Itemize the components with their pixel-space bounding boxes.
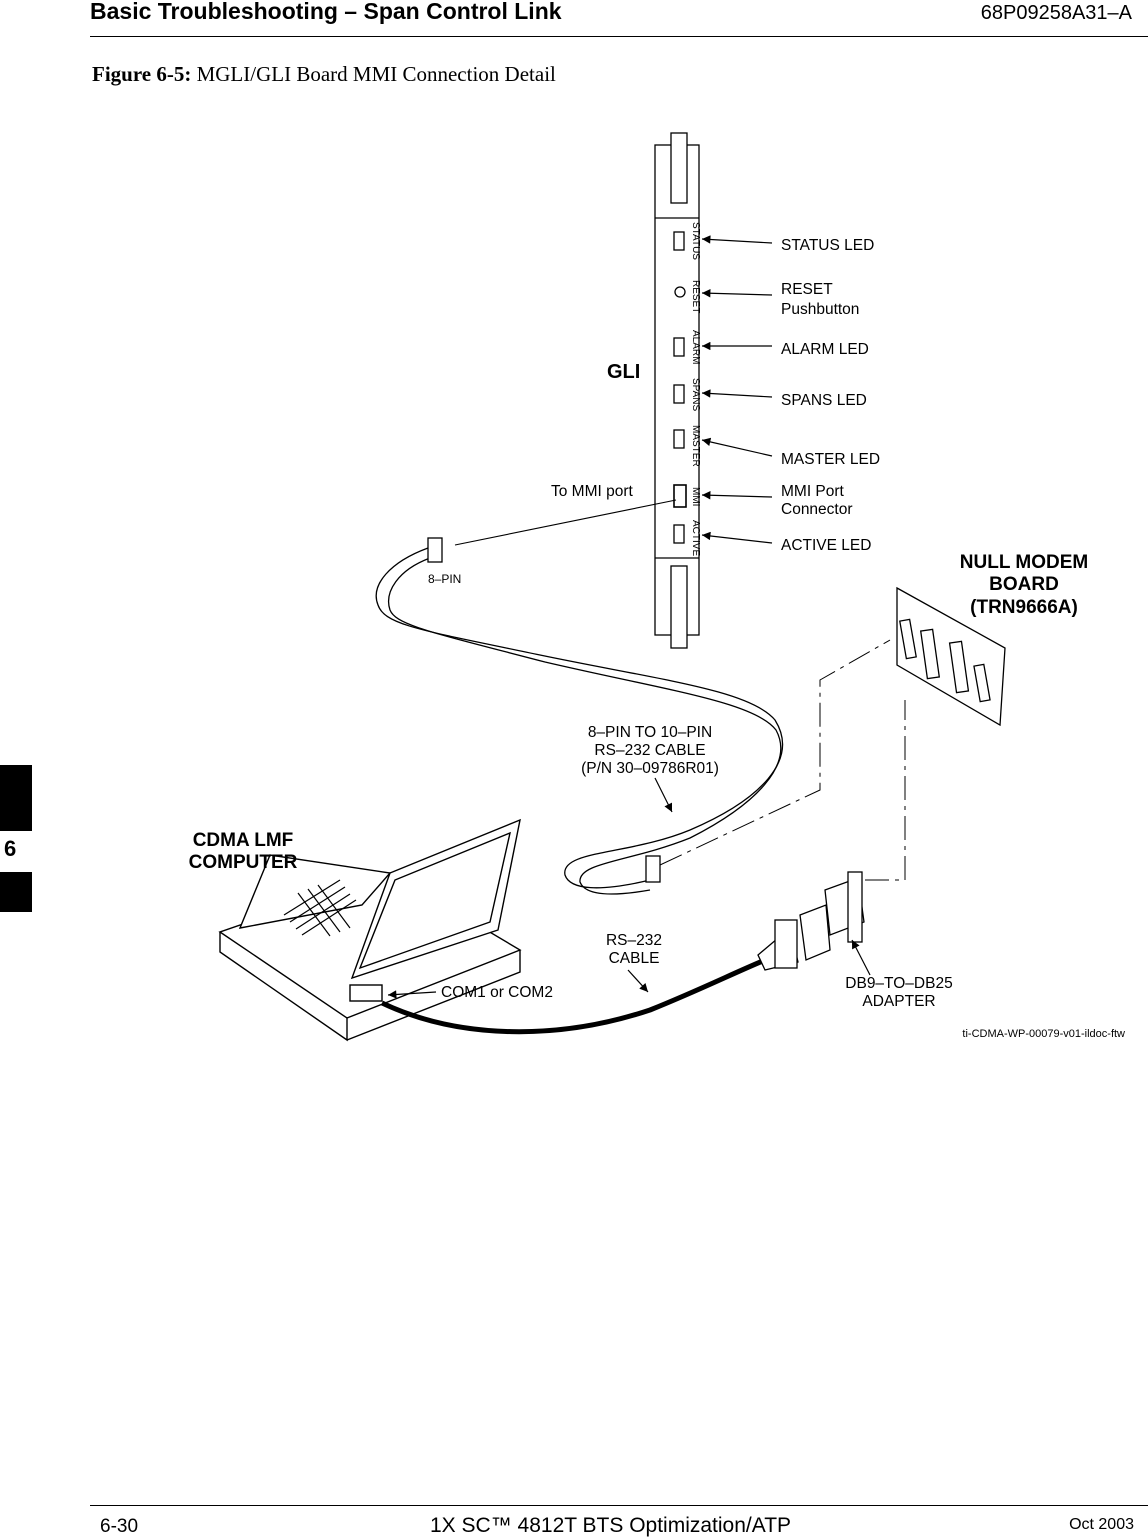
cable-label-line2: RS–232 CABLE xyxy=(594,742,705,759)
figure-caption-label: Figure 6-5: xyxy=(92,62,192,86)
callout-mmi-port: MMI Port xyxy=(781,483,845,500)
rs232-cable xyxy=(380,955,771,1035)
panel-label-active: ACTIVE xyxy=(690,520,701,556)
callout-alarm-led: ALARM LED xyxy=(781,341,869,358)
computer-label-line2: COMPUTER xyxy=(189,852,298,873)
dashed-connections xyxy=(659,639,906,881)
side-tab-block-top xyxy=(0,765,32,831)
null-modem-line3: (TRN9666A) xyxy=(970,597,1078,618)
cable-label-line1: 8–PIN TO 10–PIN xyxy=(588,724,712,741)
side-tab-block-bottom xyxy=(0,872,32,912)
db9-db25-adapter xyxy=(757,871,865,971)
figure-caption-text: MGLI/GLI Board MMI Connection Detail xyxy=(191,62,556,86)
com-port-label: COM1 or COM2 xyxy=(441,984,553,1001)
laptop-computer xyxy=(218,818,522,1042)
figure-caption: Figure 6-5: MGLI/GLI Board MMI Connectio… xyxy=(92,62,556,87)
panel-label-status: STATUS xyxy=(690,222,701,260)
8-pin-label: 8–PIN xyxy=(428,572,461,586)
to-mmi-port-label: To MMI port xyxy=(551,483,634,500)
panel-label-reset: RESET xyxy=(690,280,701,313)
null-modem-line2: BOARD xyxy=(989,574,1059,595)
connection-diagram: STATUS RESET ALARM SPANS MASTER MMI ACTI… xyxy=(189,132,1125,1042)
callout-status-led: STATUS LED xyxy=(781,237,874,254)
panel-label-master: MASTER xyxy=(690,425,701,467)
null-modem-line1: NULL MODEM xyxy=(960,552,1088,573)
callout-connector: Connector xyxy=(781,501,853,518)
header-title: Basic Troubleshooting – Span Control Lin… xyxy=(90,0,562,24)
rs232-label-line1: RS–232 xyxy=(606,932,662,949)
callout-active-led: ACTIVE LED xyxy=(781,537,871,554)
panel-label-mmi: MMI xyxy=(690,487,701,506)
side-tab-label: 6 xyxy=(4,836,17,861)
callout-master-led: MASTER LED xyxy=(781,451,880,468)
callout-pushbutton: Pushbutton xyxy=(781,301,859,318)
footer-title: 1X SC™ 4812T BTS Optimization/ATP xyxy=(430,1514,792,1537)
callout-spans-led: SPANS LED xyxy=(781,392,867,409)
panel-label-alarm: ALARM xyxy=(690,330,701,364)
panel-label-spans: SPANS xyxy=(690,378,701,411)
footer-rule xyxy=(90,1505,1148,1506)
drawing-id: ti-CDMA-WP-00079-v01-ildoc-ftw xyxy=(962,1028,1125,1040)
null-modem-board xyxy=(896,586,1006,727)
gli-label: GLI xyxy=(607,361,640,383)
rs232-label-line2: CABLE xyxy=(609,950,660,967)
callout-reset: RESET xyxy=(781,281,833,298)
header-doc-number: 68P09258A31–A xyxy=(980,2,1132,24)
mmi-leader-line xyxy=(454,499,677,546)
cable-label-line3: (P/N 30–09786R01) xyxy=(581,760,719,777)
footer-date: Oct 2003 xyxy=(1069,1516,1134,1533)
footer-page-number: 6-30 xyxy=(100,1516,139,1537)
front-panel-labels: STATUS RESET ALARM SPANS MASTER MMI ACTI… xyxy=(690,222,701,556)
header-rule xyxy=(90,36,1148,37)
callout-arrows xyxy=(701,235,773,544)
adapter-label-line1: DB9–TO–DB25 xyxy=(845,975,952,992)
computer-label-line1: CDMA LMF xyxy=(193,830,294,851)
gli-board xyxy=(654,132,700,649)
ribbon-cable xyxy=(375,537,784,895)
adapter-label-line2: ADAPTER xyxy=(862,993,935,1010)
